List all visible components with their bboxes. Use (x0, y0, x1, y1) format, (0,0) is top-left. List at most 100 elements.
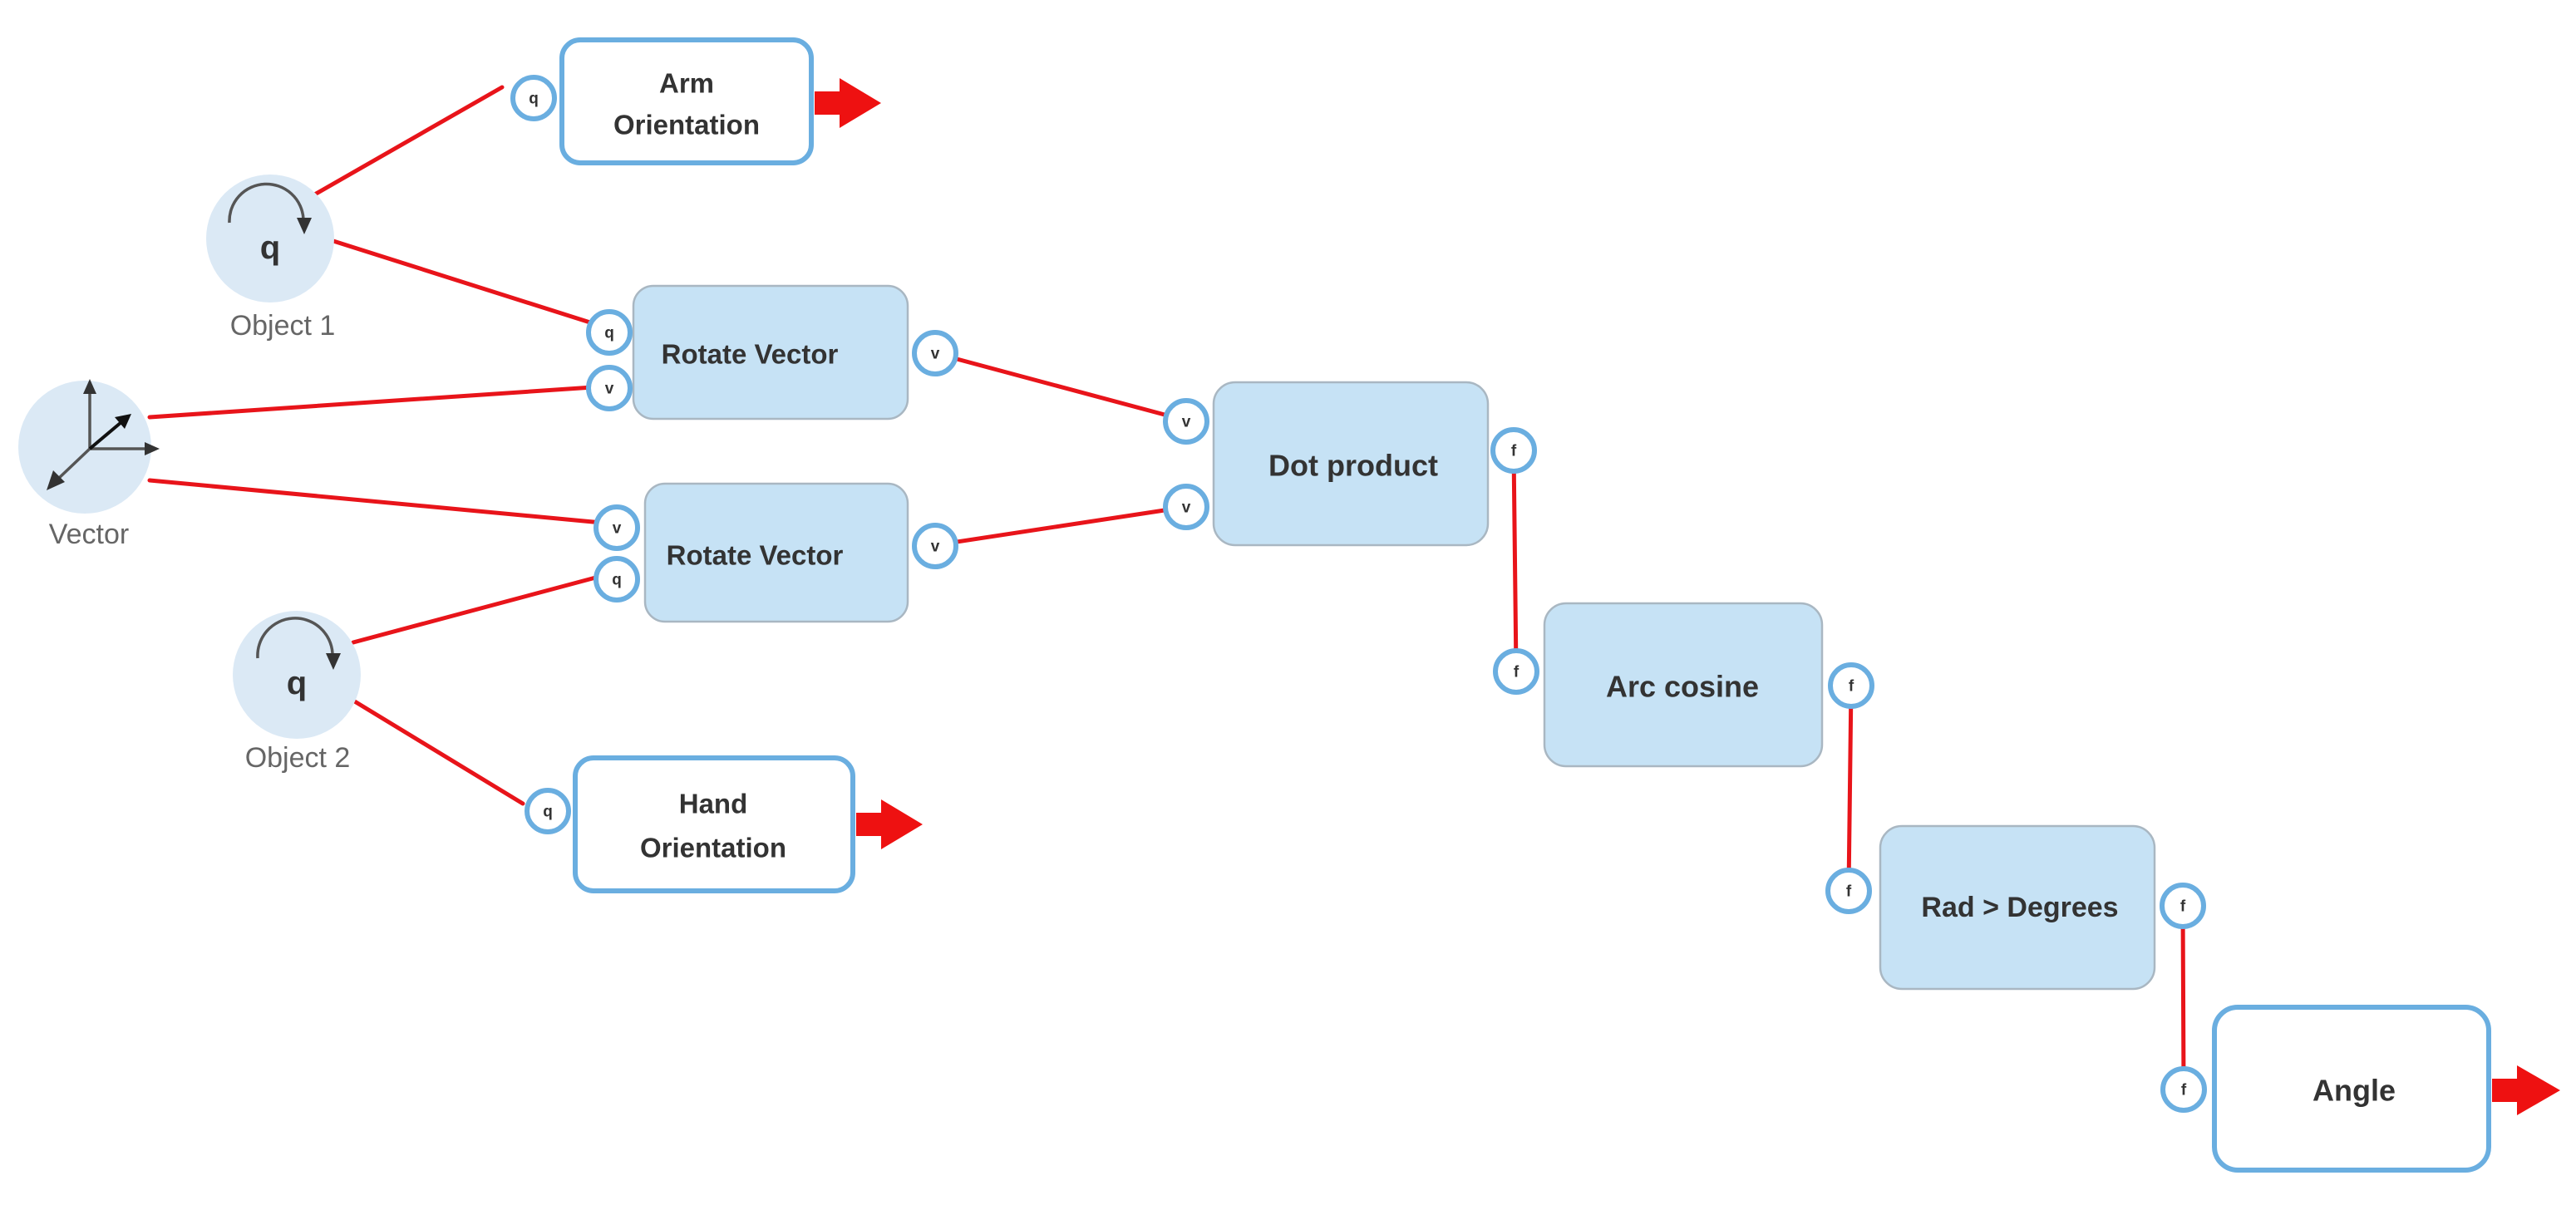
port-label: f (1846, 883, 1852, 901)
port-label: v (1182, 499, 1191, 517)
rv2-port-in-v[interactable]: v (594, 504, 640, 551)
rotation-arrow-icon (256, 617, 334, 659)
port-circle (510, 75, 557, 121)
port-circle (1828, 662, 1874, 709)
output-arrow-icon (2492, 1065, 2560, 1115)
port-circle (912, 523, 958, 569)
port-label: f (2181, 1082, 2187, 1099)
port-circle (594, 504, 640, 551)
rad-degrees-node[interactable]: Rad > Degrees (1879, 824, 2156, 991)
wire-vector-rotate1 (147, 385, 595, 420)
vector-circle (18, 381, 151, 514)
rad-degrees-label: Rad > Degrees (1921, 892, 2118, 923)
port-label: f (1511, 443, 1517, 460)
acos-port-out[interactable]: f (1828, 662, 1874, 709)
port-label: f (1514, 664, 1519, 681)
object2-circle (233, 611, 361, 739)
source-object1[interactable]: q Object 1 (206, 175, 335, 342)
axis-depth-icon (55, 447, 91, 482)
port-circle (586, 309, 633, 356)
object1-symbol: q (260, 229, 280, 266)
rv1-port-in-v[interactable]: v (586, 365, 633, 411)
wire-rotate1-dot (933, 351, 1189, 423)
acos-port-in[interactable]: f (1493, 648, 1539, 695)
port-label: q (543, 804, 553, 821)
arm-orientation-line2: Orientation (613, 110, 760, 140)
object2-label: Object 2 (245, 742, 351, 774)
vector-arrow-icon (88, 421, 123, 450)
hand-orientation-node[interactable]: Hand Orientation (573, 755, 923, 893)
hand-port-in[interactable]: q (525, 788, 571, 834)
dot-port-in-1[interactable]: v (1163, 398, 1209, 445)
port-label: f (1849, 678, 1854, 696)
arc-cosine-label: Arc cosine (1606, 670, 1759, 704)
vector-label: Vector (49, 519, 129, 550)
rotate-vector-2-label: Rotate Vector (667, 540, 844, 571)
port-label: f (2180, 898, 2186, 916)
rotation-arrowhead-icon (297, 218, 312, 234)
wire-rad-angle (2180, 903, 2186, 1091)
wire-rotate2-dot (933, 504, 1189, 548)
wire-acos-rad (1846, 683, 1854, 892)
port-label: v (605, 381, 614, 398)
dot-port-out[interactable]: f (1490, 427, 1537, 474)
angle-box (2212, 1005, 2491, 1173)
arc-cosine-box (1543, 602, 1824, 768)
dot-product-box (1212, 381, 1490, 547)
wire-dot-acos (1511, 448, 1519, 674)
rv1-port-out[interactable]: v (912, 330, 958, 376)
connections (147, 85, 2186, 1091)
rad-port-out[interactable]: f (2160, 883, 2206, 929)
hand-orientation-line2: Orientation (640, 833, 786, 863)
arm-orientation-line1: Arm (659, 68, 714, 99)
source-object2[interactable]: q Object 2 (233, 611, 361, 774)
rad-degrees-box (1879, 824, 2156, 991)
rv2-port-out[interactable]: v (912, 523, 958, 569)
dot-product-label: Dot product (1268, 449, 1438, 483)
output-arrow-icon (815, 78, 881, 128)
port-circle (2160, 883, 2206, 929)
hand-orientation-line1: Hand (679, 789, 748, 819)
port-circle (594, 556, 640, 602)
port-label: v (931, 539, 940, 556)
wire-vector-rotate2 (147, 478, 604, 525)
rv2-port-in-q[interactable]: q (594, 556, 640, 602)
wire-object2-hand (351, 698, 525, 806)
port-circle (912, 330, 958, 376)
port-circle (1493, 648, 1539, 695)
rotation-arrowhead-icon (326, 653, 341, 670)
arm-port-in[interactable]: q (510, 75, 557, 121)
angle-port-in[interactable]: f (2160, 1066, 2207, 1113)
rv1-port-in-q[interactable]: q (586, 309, 633, 356)
port-circle (1490, 427, 1537, 474)
arm-orientation-node[interactable]: Arm Orientation (559, 37, 881, 165)
axis-up-head-icon (83, 379, 96, 394)
wire-object1-arm (309, 85, 505, 199)
port-circle (2160, 1066, 2207, 1113)
arm-orientation-box (559, 37, 814, 165)
port-circle (1163, 484, 1209, 530)
port-label: v (1182, 414, 1191, 431)
port-circle (525, 788, 571, 834)
hand-orientation-box (573, 755, 855, 893)
port-label: v (613, 520, 622, 538)
axis-right-head-icon (145, 442, 160, 455)
rotation-arrow-icon (228, 182, 305, 224)
angle-node[interactable]: Angle (2212, 1005, 2560, 1173)
dot-product-node[interactable]: Dot product (1212, 381, 1490, 547)
port-circle (586, 365, 633, 411)
dot-port-in-2[interactable]: v (1163, 484, 1209, 530)
rotate-vector-1-box (632, 284, 909, 421)
port-circle (1825, 868, 1872, 914)
arc-cosine-node[interactable]: Arc cosine (1543, 602, 1824, 768)
output-arrow-icon (856, 799, 923, 849)
rotate-vector-node-1[interactable]: Rotate Vector (632, 284, 909, 421)
source-vector[interactable]: Vector (18, 379, 160, 550)
port-label: v (931, 346, 940, 363)
rad-port-in[interactable]: f (1825, 868, 1872, 914)
rotate-vector-node-2[interactable]: Rotate Vector (643, 482, 909, 623)
rotate-vector-2-box (643, 482, 909, 623)
axis-depth-head-icon (47, 470, 65, 490)
